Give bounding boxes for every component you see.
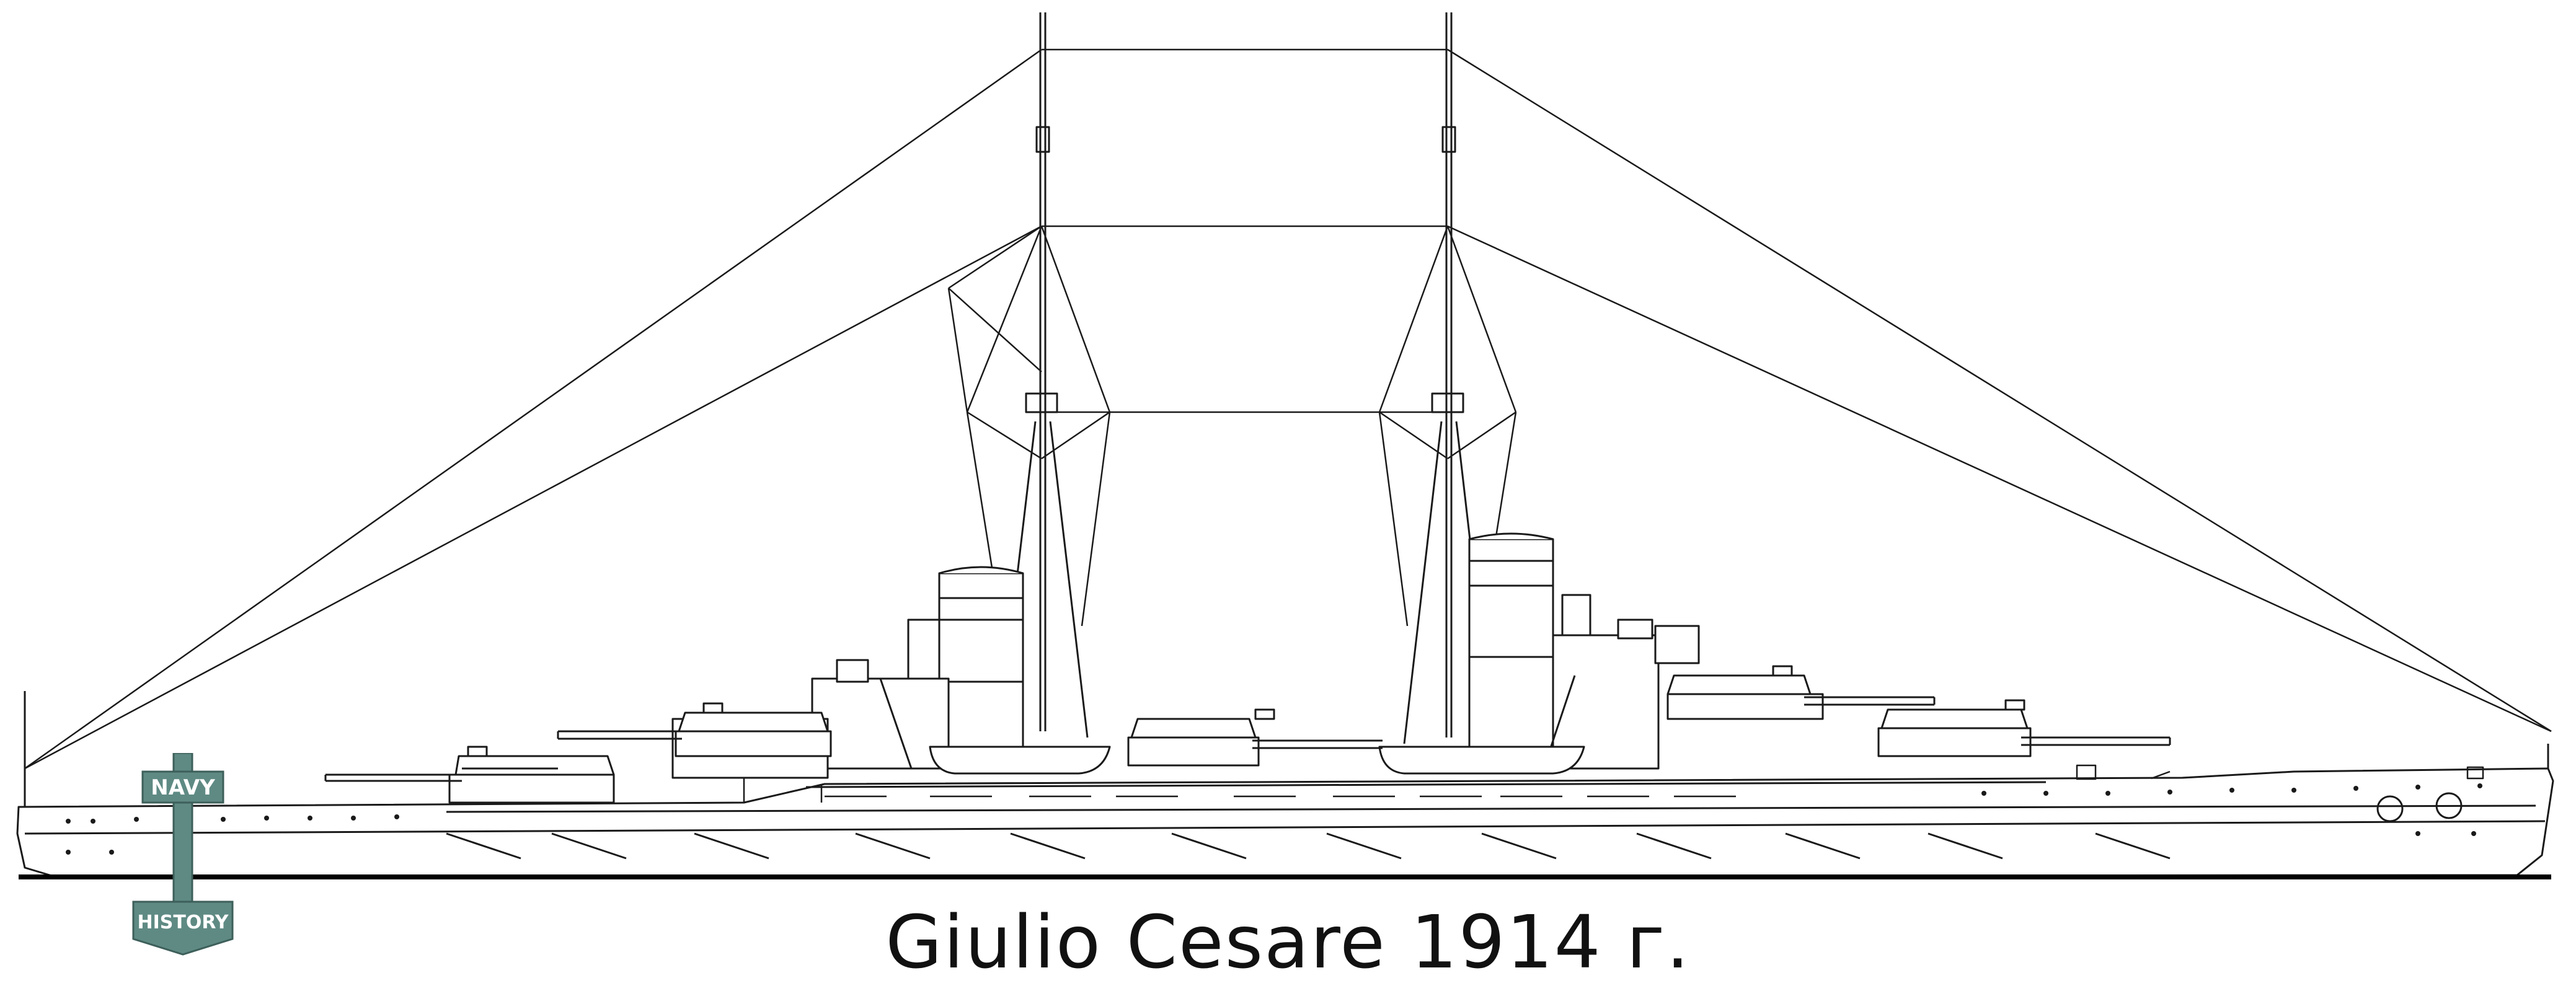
- logo-top-word: NAVY: [151, 775, 215, 800]
- anchors: [2376, 792, 2463, 822]
- fore-funnel: [938, 566, 1024, 760]
- aft-superstructure: [1543, 594, 1700, 770]
- net-booms: [446, 832, 2171, 860]
- rigging-lines: [24, 48, 2552, 770]
- deck-fittings: [743, 764, 2484, 803]
- turret-q: [1127, 708, 1383, 767]
- logo-bottom-word: HISTORY: [137, 912, 229, 933]
- boats: [929, 746, 1585, 775]
- turret-y: [1877, 699, 2171, 757]
- navy-history-logo: NAVY HISTORY: [132, 753, 234, 956]
- drawing-caption: Giulio Cesare 1914 г.: [885, 899, 1691, 985]
- turret-b: [557, 702, 832, 757]
- fore-mast: [997, 12, 1089, 738]
- turret-x: [1666, 665, 1936, 720]
- turret-a: [324, 746, 615, 804]
- hull: [16, 767, 2554, 878]
- aft-funnel: [1468, 532, 1554, 751]
